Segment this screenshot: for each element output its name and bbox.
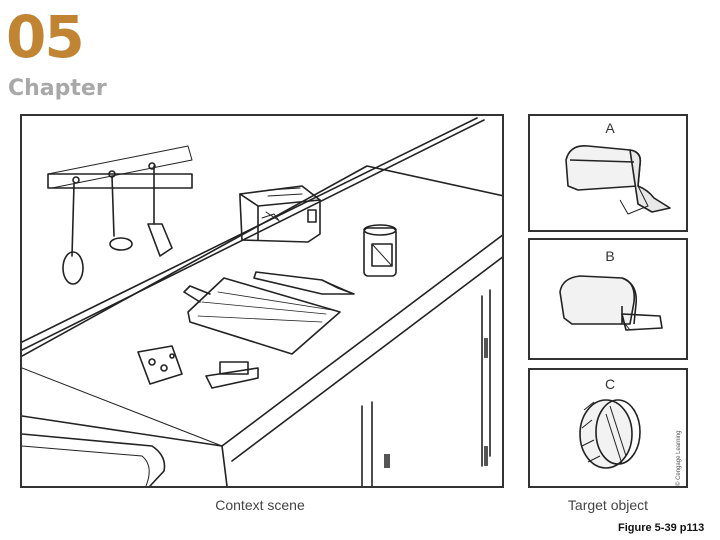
target-label-b: B	[605, 248, 615, 264]
target-object-caption: Target object	[567, 497, 649, 513]
target-panel-b: B	[528, 238, 688, 360]
target-label-c: C	[604, 376, 616, 392]
kitchen-scene-illustration	[22, 117, 502, 486]
context-scene-caption: Context scene	[215, 497, 305, 513]
target-panel-c: C	[528, 368, 688, 488]
mailbox-illustration	[559, 275, 663, 331]
figure-reference: Figure 5-39 p113	[618, 522, 705, 534]
chapter-number: 05	[6, 3, 85, 71]
chapter-title: Chapter	[8, 76, 107, 101]
target-panel-a: A	[528, 114, 688, 232]
bread-loaf-illustration	[565, 144, 671, 215]
drum-illustration	[579, 399, 641, 469]
copyright-notice: © Cengage Learning	[676, 430, 682, 486]
target-label-a: A	[605, 120, 615, 136]
context-scene-panel	[20, 114, 504, 488]
